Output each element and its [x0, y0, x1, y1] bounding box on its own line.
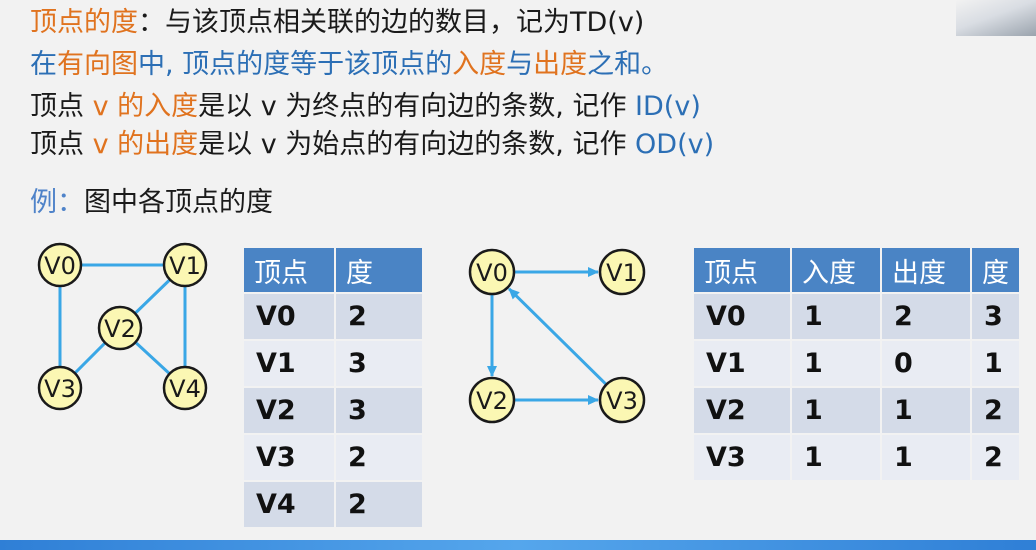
- table-header-cell: 度: [972, 248, 1019, 292]
- node-v3: [37, 365, 83, 411]
- table-cell: 1: [792, 388, 880, 433]
- table-cell: 3: [336, 388, 422, 433]
- table-header-cell: 度: [336, 248, 422, 292]
- table-cell: V1: [694, 341, 790, 386]
- table-cell: 3: [336, 341, 422, 386]
- definition-out-degree: 顶点 v 的出度是以 v 为始点的有向边的条数, 记作 OD(v): [30, 129, 715, 160]
- table-header-cell: 出度: [882, 248, 970, 292]
- table-cell: V2: [244, 388, 334, 433]
- node-v4: [162, 365, 208, 411]
- table-cell: V2: [694, 388, 790, 433]
- definition-degree: 顶点的度：与该顶点相关联的边的数目，记为TD(v): [30, 7, 645, 38]
- table-header-cell: 顶点: [244, 248, 334, 292]
- term-degree: 顶点的度: [30, 7, 138, 38]
- edge-v3-v0: [508, 287, 608, 386]
- table-cell: 2: [336, 294, 422, 339]
- example-caption: 例：图中各顶点的度: [30, 187, 273, 218]
- node-label: V0: [44, 252, 76, 280]
- definition-in-degree: 顶点 v 的入度是以 v 为终点的有向边的条数, 记作 ID(v): [30, 91, 701, 122]
- table-cell: 2: [882, 294, 970, 339]
- node-label: V3: [606, 387, 638, 415]
- node-label: V1: [606, 259, 638, 287]
- table-cell: V3: [244, 435, 334, 480]
- node-v0: [468, 248, 516, 296]
- table-cell: V4: [244, 482, 334, 527]
- node-label: V0: [476, 259, 508, 287]
- table-cell: 2: [972, 435, 1019, 480]
- node-v1: [598, 248, 646, 296]
- node-label: V2: [104, 315, 136, 343]
- node-v2: [97, 305, 143, 351]
- node-v0: [37, 242, 83, 288]
- node-v2: [468, 376, 516, 424]
- table-cell: 2: [336, 482, 422, 527]
- table-header-cell: 入度: [792, 248, 880, 292]
- edge-v2-v4: [134, 341, 171, 375]
- table-cell: 1: [972, 341, 1019, 386]
- table-header-cell: 顶点: [694, 248, 790, 292]
- node-v1: [162, 242, 208, 288]
- node-label: V1: [169, 252, 201, 280]
- table-cell: 2: [336, 435, 422, 480]
- node-label: V3: [44, 375, 76, 403]
- table-cell: 0: [882, 341, 970, 386]
- table-cell: 1: [882, 435, 970, 480]
- table-cell: 1: [792, 341, 880, 386]
- bottom-bar: [0, 540, 1036, 550]
- table-cell: V1: [244, 341, 334, 386]
- table-cell: 1: [882, 388, 970, 433]
- node-v3: [598, 376, 646, 424]
- node-label: V2: [476, 387, 508, 415]
- table-cell: 3: [972, 294, 1019, 339]
- table-cell: V0: [244, 294, 334, 339]
- table-cell: V3: [694, 435, 790, 480]
- definition-directed-degree: 在有向图中, 顶点的度等于该顶点的入度与出度之和。: [30, 49, 669, 80]
- node-label: V4: [169, 375, 201, 403]
- edge-v2-v3: [73, 341, 107, 375]
- table-cell: 2: [972, 388, 1019, 433]
- table-cell: 1: [792, 294, 880, 339]
- table-cell: V0: [694, 294, 790, 339]
- corner-decoration: [956, 0, 1036, 36]
- edge-v1-v2: [134, 278, 171, 315]
- table-cell: 1: [792, 435, 880, 480]
